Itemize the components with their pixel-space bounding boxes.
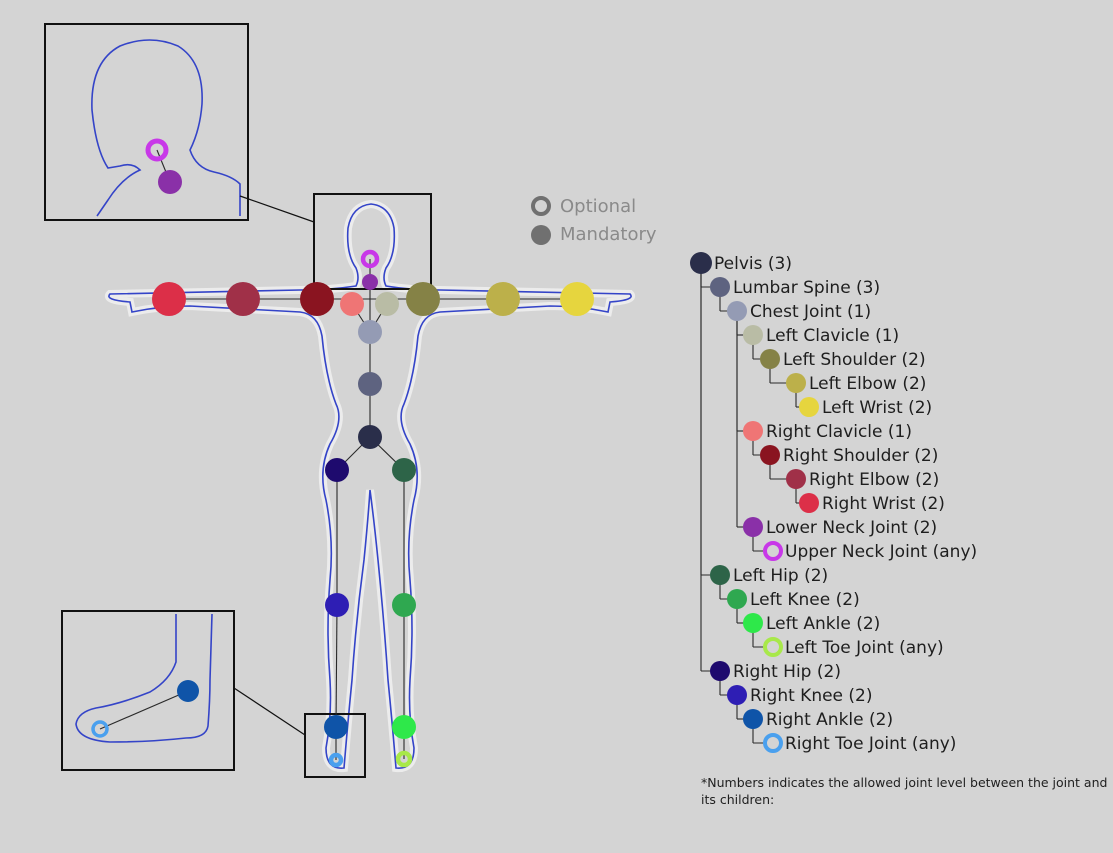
foot-inset-right-toe-joint <box>91 720 109 738</box>
joint-lumbar-spine <box>358 372 382 396</box>
foot-inset-right-ankle-joint <box>177 680 199 702</box>
tree-label-upper-neck: Upper Neck Joint (any) <box>785 542 977 562</box>
tree-node-pelvis <box>690 252 712 274</box>
tree-node-lower-neck <box>743 517 763 537</box>
tree-label-left-toe: Left Toe Joint (any) <box>785 638 944 658</box>
joint-left-knee <box>392 593 416 617</box>
tree-node-left-clavicle <box>743 325 763 345</box>
tree-node-left-wrist <box>799 397 819 417</box>
tree-label-right-toe: Right Toe Joint (any) <box>785 734 956 754</box>
joint-left-wrist <box>560 282 594 316</box>
head-inset-frame <box>44 23 249 221</box>
joint-left-shoulder <box>406 282 440 316</box>
tree-node-right-clavicle <box>743 421 763 441</box>
tree-node-right-ankle <box>743 709 763 729</box>
tree-node-right-hip <box>710 661 730 681</box>
foot-inset-connector <box>233 687 306 736</box>
tree-label-right-wrist: Right Wrist (2) <box>822 494 945 514</box>
tree-node-left-ankle <box>743 613 763 633</box>
joint-pelvis <box>358 425 382 449</box>
joint-left-ankle <box>392 715 416 739</box>
tree-label-left-elbow: Left Elbow (2) <box>809 374 926 394</box>
joint-chest-joint <box>358 320 382 344</box>
tree-node-right-wrist <box>799 493 819 513</box>
joint-right-knee <box>325 593 349 617</box>
foot-inset-frame <box>61 610 235 771</box>
tree-label-right-clavicle: Right Clavicle (1) <box>766 422 912 442</box>
joint-right-hip <box>325 458 349 482</box>
tree-node-right-shoulder <box>760 445 780 465</box>
joint-hierarchy-tree: Pelvis (3) Lumbar Spine (3) Chest Joint (1… <box>690 252 977 754</box>
joint-right-shoulder <box>300 282 334 316</box>
joint-left-hip <box>392 458 416 482</box>
footnote: *Numbers indicates the allowed joint lev… <box>701 775 1107 807</box>
tree-node-upper-neck <box>763 541 783 561</box>
tree-label-left-ankle: Left Ankle (2) <box>766 614 880 634</box>
tree-node-left-hip <box>710 565 730 585</box>
joint-left-toe <box>395 750 413 768</box>
head-inset <box>44 23 315 223</box>
foot-inset <box>61 610 306 771</box>
tree-node-chest-joint <box>727 301 747 321</box>
tree-node-right-toe <box>763 733 783 753</box>
joint-left-clavicle <box>375 292 399 316</box>
tree-label-pelvis: Pelvis (3) <box>714 254 792 274</box>
joint-upper-neck <box>360 249 380 269</box>
skeleton-joints <box>152 249 594 768</box>
tree-node-right-knee <box>727 685 747 705</box>
tree-label-lumbar-spine: Lumbar Spine (3) <box>733 278 880 298</box>
tree-node-right-elbow <box>786 469 806 489</box>
tree-label-right-ankle: Right Ankle (2) <box>766 710 893 730</box>
tree-label-left-knee: Left Knee (2) <box>750 590 860 610</box>
legend-mandatory-label: Mandatory <box>560 224 657 245</box>
tree-label-chest-joint: Chest Joint (1) <box>750 302 871 322</box>
tree-node-left-toe <box>763 637 783 657</box>
head-inset-lower-neck-joint <box>158 170 182 194</box>
footnote-line-2: its children: <box>701 792 774 807</box>
bone-right-knee-to-right-ankle <box>335 604 338 728</box>
joint-right-toe <box>328 752 344 768</box>
tree-label-left-hip: Left Hip (2) <box>733 566 828 586</box>
tree-node-left-elbow <box>786 373 806 393</box>
foot-inset-toe-bone <box>99 690 189 730</box>
head-inset-outline <box>91 39 241 217</box>
legend-optional-label: Optional <box>560 196 636 217</box>
joint-right-clavicle <box>340 292 364 316</box>
joint-lower-neck <box>362 274 378 290</box>
head-inset-connector <box>239 195 315 223</box>
tree-label-right-shoulder: Right Shoulder (2) <box>783 446 938 466</box>
tree-node-left-shoulder <box>760 349 780 369</box>
head-inset-upper-neck-joint <box>145 138 169 162</box>
tree-node-lumbar-spine <box>710 277 730 297</box>
tree-label-right-hip: Right Hip (2) <box>733 662 841 682</box>
tree-node-left-knee <box>727 589 747 609</box>
hollow-circle-icon <box>531 196 551 216</box>
foot-inset-outline <box>75 613 213 743</box>
tree-label-lower-neck: Lower Neck Joint (2) <box>766 518 937 538</box>
filled-circle-icon <box>531 225 551 245</box>
tree-label-left-shoulder: Left Shoulder (2) <box>783 350 926 370</box>
body-silhouette <box>105 193 635 778</box>
tree-label-left-clavicle: Left Clavicle (1) <box>766 326 899 346</box>
tree-label-right-knee: Right Knee (2) <box>750 686 873 706</box>
tree-label-left-wrist: Left Wrist (2) <box>822 398 932 418</box>
joint-right-ankle <box>324 715 348 739</box>
legend: Optional Mandatory <box>531 196 657 245</box>
footnote-line-1: *Numbers indicates the allowed joint lev… <box>701 775 1107 790</box>
joint-left-elbow <box>486 282 520 316</box>
joint-right-wrist <box>152 282 186 316</box>
tree-label-right-elbow: Right Elbow (2) <box>809 470 939 490</box>
foot-zoom-box <box>304 713 366 778</box>
joint-right-elbow <box>226 282 260 316</box>
